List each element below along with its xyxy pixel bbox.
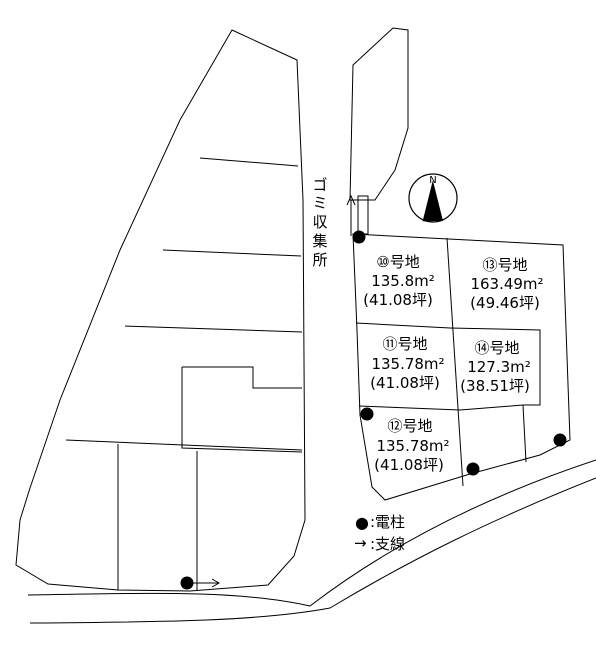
garbage-label: ゴ ミ 収 集 所 <box>312 176 327 269</box>
lot-10: ⑩号地 135.8m² (41.08坪) <box>363 253 435 309</box>
lot-13-name: ⑬号地 <box>482 256 527 274</box>
left-block-notch-top <box>182 366 302 389</box>
lot-13-tsubo: (49.46坪) <box>470 294 540 312</box>
garbage-char-3: 収 <box>312 213 327 231</box>
lot-14-area: 127.3m² <box>467 358 531 376</box>
left-block-outline <box>15 29 306 592</box>
utility-pole-icon <box>466 462 480 476</box>
lot-10-tsubo: (41.08坪) <box>363 291 433 309</box>
lot-divider-10-11 <box>355 322 451 329</box>
lot-11-tsubo: (41.08坪) <box>370 374 440 392</box>
garbage-char-4: 集 <box>312 232 327 250</box>
lot-13-area: 163.49m² <box>470 275 543 293</box>
legend: ● :電柱 → :支線 <box>354 513 405 553</box>
garbage-char-2: ミ <box>312 194 327 212</box>
garbage-char-1: ゴ <box>312 176 327 194</box>
legend-pole-label: :電柱 <box>370 513 405 531</box>
utility-pole-icon <box>180 576 194 590</box>
left-block-divider-2 <box>162 249 302 257</box>
lot-13: ⑬号地 163.49m² (49.46坪) <box>470 256 543 312</box>
lot-divider-11-12 <box>358 405 461 411</box>
north-compass: N <box>408 173 458 223</box>
lot-10-area: 135.8m² <box>371 272 435 290</box>
utility-pole-icon <box>360 407 374 421</box>
lot-11: ⑪号地 135.78m² (41.08坪) <box>370 335 444 392</box>
compass-north-label: N <box>429 175 436 186</box>
compass-needle-outline <box>422 180 434 222</box>
utility-pole-icon <box>553 433 567 447</box>
stay-wire-icon <box>193 578 221 588</box>
lot-14-tsubo: (38.51坪) <box>460 377 530 395</box>
lot-12-tsubo: (41.08坪) <box>374 456 444 474</box>
legend-stay-symbol: → <box>354 534 367 552</box>
lot-11-area: 135.78m² <box>371 355 444 373</box>
lot-divider-12-14 <box>459 404 524 411</box>
lots-outline <box>352 233 571 501</box>
left-block-divider-3 <box>124 325 303 333</box>
lot-14: ⑭号地 127.3m² (38.51坪) <box>460 339 531 395</box>
lot-divider-13-14 <box>449 327 541 463</box>
upper-right-block-outline <box>349 27 409 201</box>
road-upper-curve <box>27 459 596 607</box>
lot-12: ⑫号地 135.78m² (41.08坪) <box>374 417 449 474</box>
lot-divider-10-13 <box>446 237 464 487</box>
lot-14-name: ⑭号地 <box>474 339 519 357</box>
lot-11-name: ⑪号地 <box>382 335 427 353</box>
garbage-area-outline <box>357 195 369 235</box>
legend-pole-symbol: ● <box>355 513 369 532</box>
left-block-notch <box>181 367 303 453</box>
garbage-char-5: 所 <box>312 251 327 269</box>
compass-circle <box>408 173 458 223</box>
left-block-divider-4 <box>65 439 303 451</box>
lot-10-name: ⑩号地 <box>376 253 419 271</box>
legend-stay-label: :支線 <box>370 535 405 553</box>
left-block-divider-1 <box>199 157 299 167</box>
lot-12-area: 135.78m² <box>376 437 449 455</box>
road-lower-edge <box>29 477 596 624</box>
garbage-arrow-head <box>346 194 356 206</box>
lot-12-name: ⑫号地 <box>387 417 432 435</box>
utility-pole-icon <box>352 230 366 244</box>
